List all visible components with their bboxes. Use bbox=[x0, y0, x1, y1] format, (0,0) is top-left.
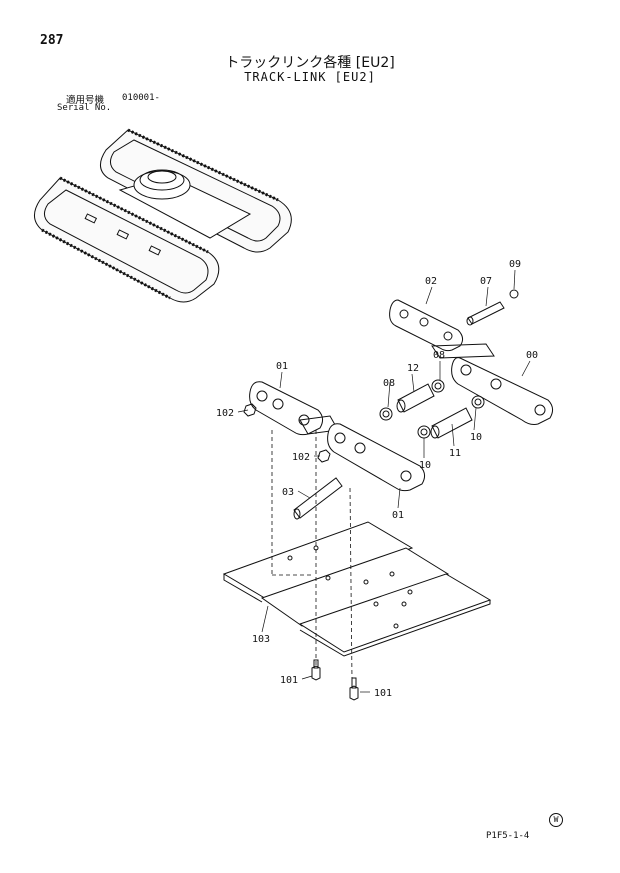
callout-102-lower: 102 bbox=[292, 452, 310, 463]
track-link-assembly bbox=[222, 289, 554, 701]
callout-101-left: 101 bbox=[280, 675, 298, 686]
callout-103: 103 bbox=[252, 634, 270, 645]
serial-label-jp: 適用号機 bbox=[66, 95, 105, 106]
callout-101-right: 101 bbox=[374, 688, 392, 699]
page-title-jp: トラックリンク各種 [EU2] bbox=[225, 55, 395, 71]
callout-08-right: 08 bbox=[433, 350, 445, 361]
callout-11: 11 bbox=[449, 448, 461, 459]
callout-12: 12 bbox=[407, 363, 419, 374]
callout-01-middle: 01 bbox=[392, 510, 404, 521]
callout-01-left: 01 bbox=[276, 361, 288, 372]
callout-labels: 02 07 09 08 00 01 12 08 102 10 11 10 102… bbox=[216, 259, 538, 699]
page-code: P1F5-1-4 bbox=[486, 831, 530, 841]
w-mark-icon: W bbox=[549, 813, 563, 827]
callout-03: 03 bbox=[282, 487, 294, 498]
leader-lines bbox=[237, 269, 531, 693]
assembly-guide-lines bbox=[271, 430, 353, 681]
callout-102-upper: 102 bbox=[216, 408, 234, 419]
callout-10-right: 10 bbox=[470, 432, 482, 443]
page-number: 287 bbox=[40, 33, 64, 48]
callout-00: 00 bbox=[526, 350, 538, 361]
callout-02: 02 bbox=[425, 276, 437, 287]
callout-10-left: 10 bbox=[419, 460, 431, 471]
callout-07: 07 bbox=[480, 276, 492, 287]
page-title-en: TRACK-LINK [EU2] bbox=[244, 70, 376, 84]
callout-08-left: 08 bbox=[383, 378, 395, 389]
serial-label-en: Serial No. bbox=[57, 103, 112, 113]
undercarriage-illustration bbox=[34, 128, 292, 303]
callout-09: 09 bbox=[509, 259, 521, 270]
serial-value: 010001- bbox=[122, 93, 160, 103]
